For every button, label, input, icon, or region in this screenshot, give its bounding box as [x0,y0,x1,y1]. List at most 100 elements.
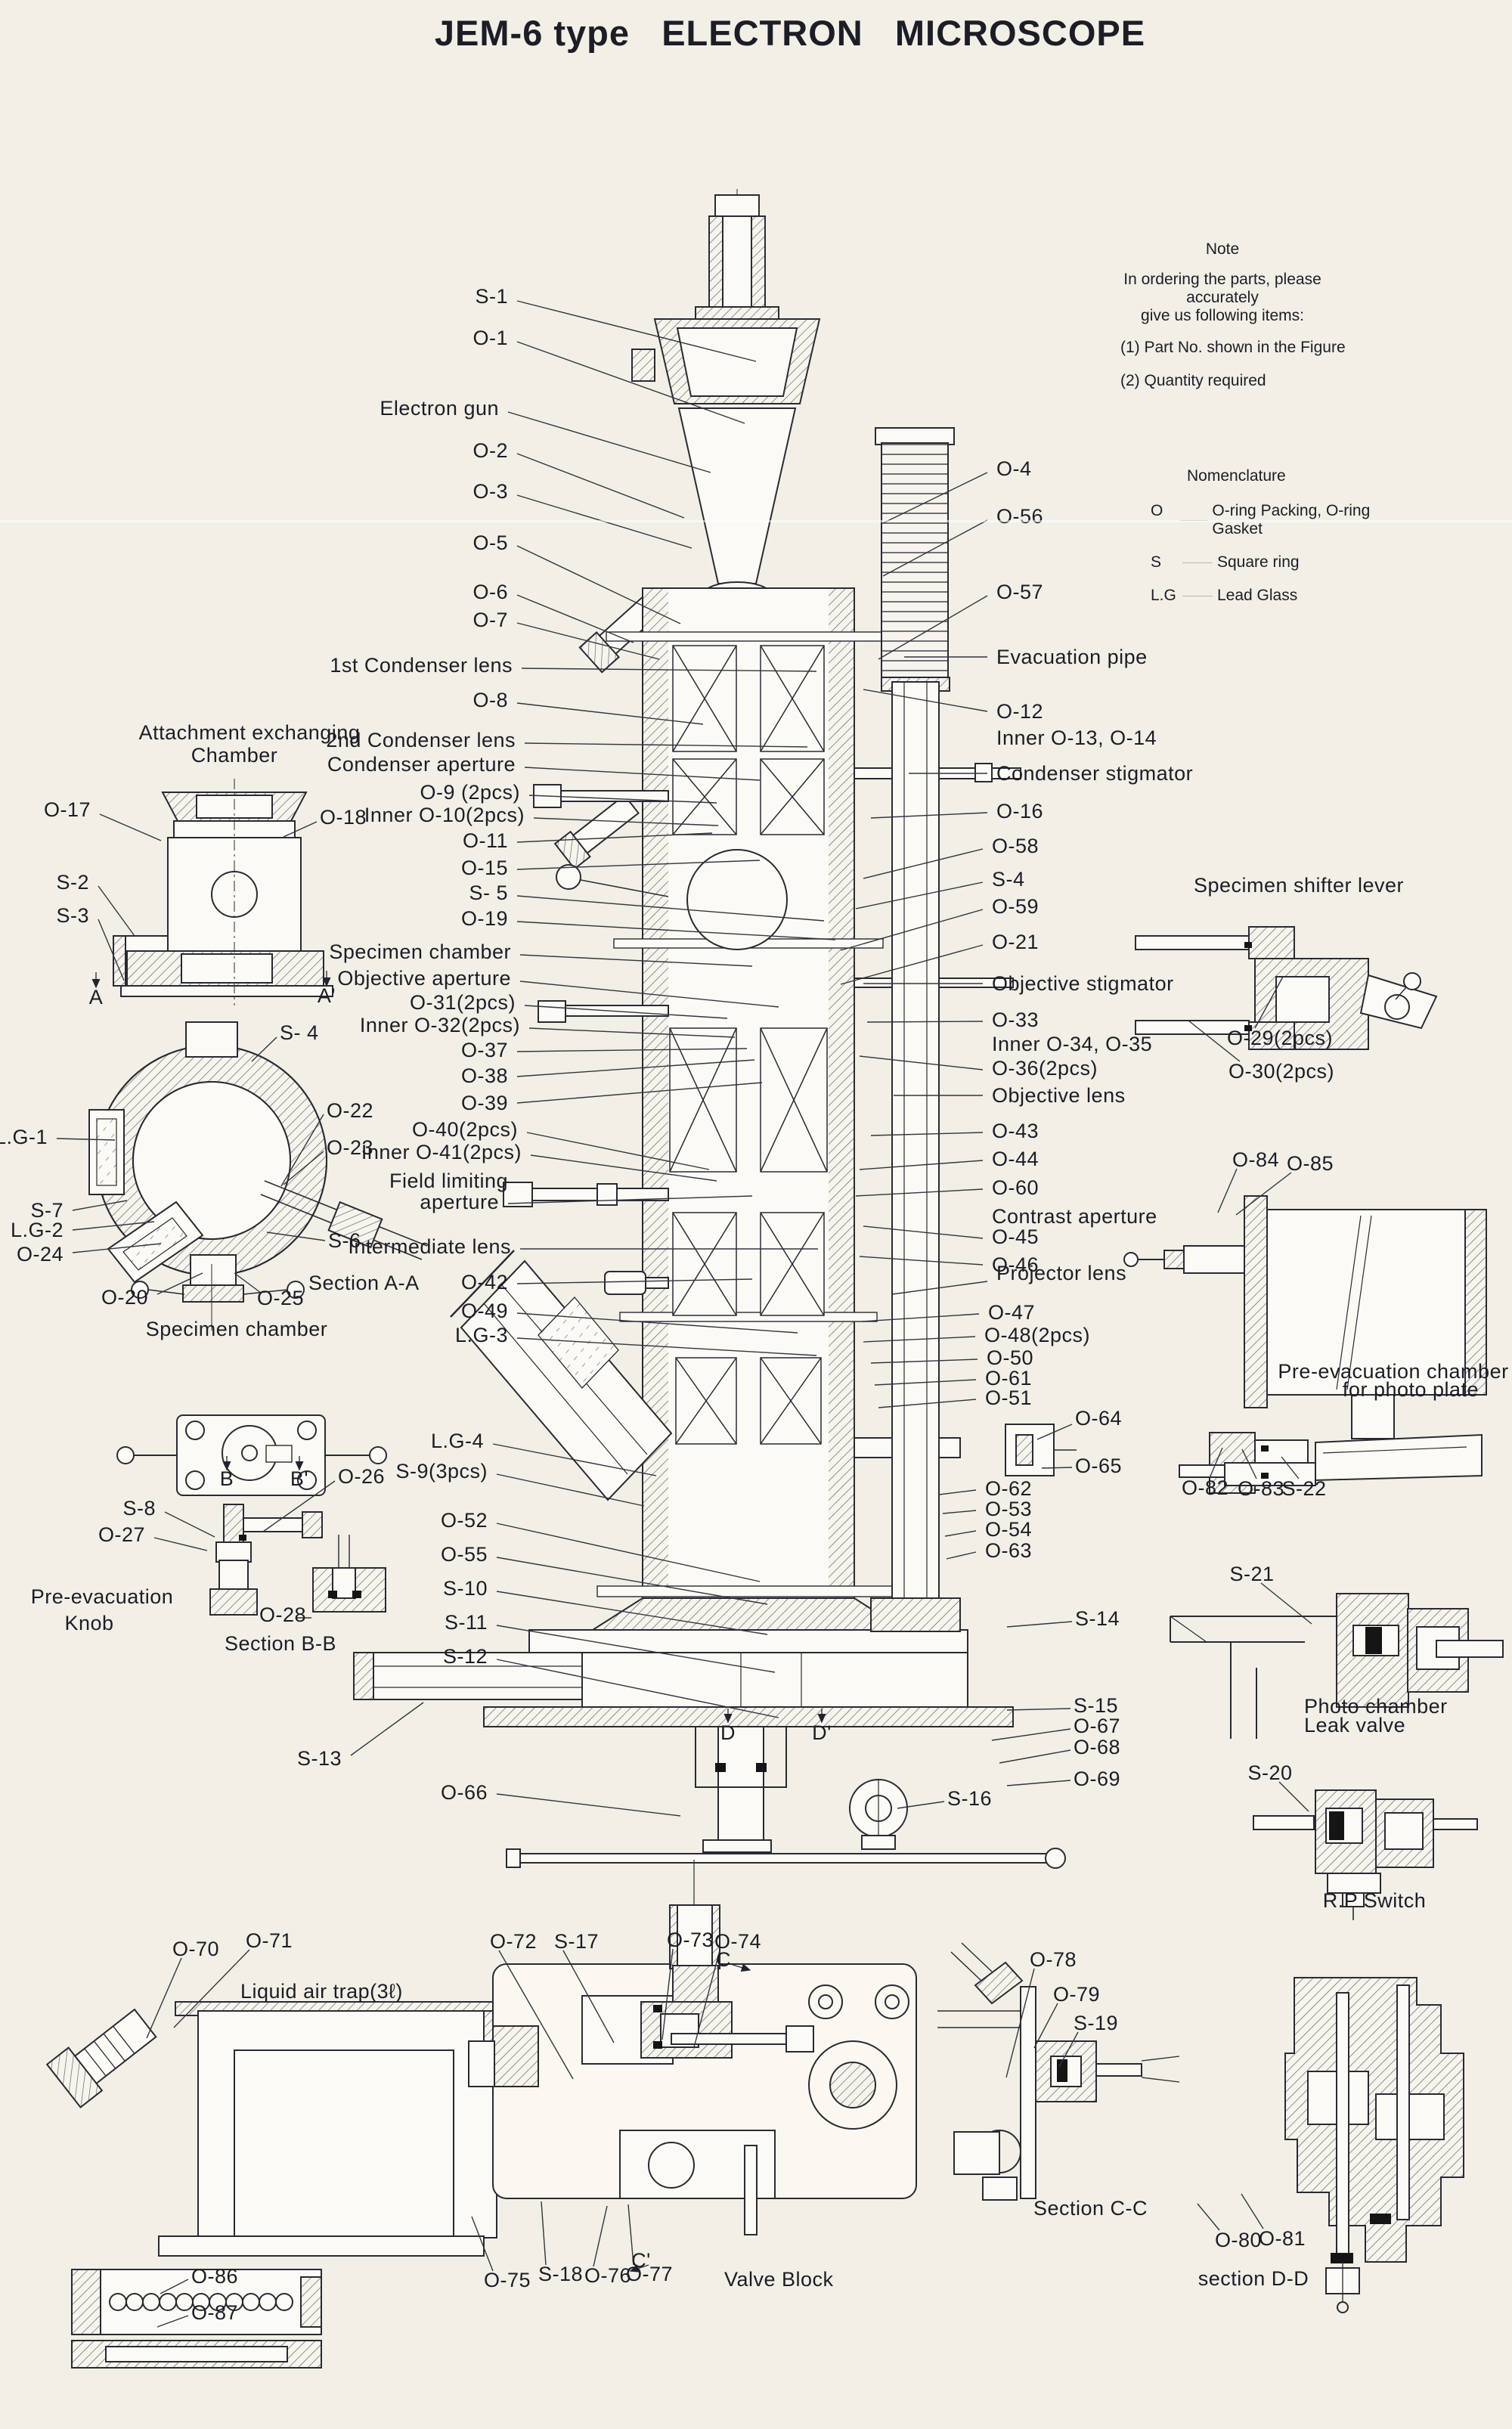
label-s-7: S-7 [30,1199,64,1222]
label-o-19: O-19 [460,907,508,930]
label-liquid-air-trap-3: Liquid air trap(3ℓ) [240,1980,403,2003]
label-o-3: O-3 [472,480,508,503]
nomenclature-row-s: S Square ring [1151,553,1408,572]
label-o-69: O-69 [1074,1768,1121,1790]
label-leak-valve: Leak valve [1304,1714,1406,1737]
label-o-20: O-20 [101,1286,148,1309]
nomenclature-row-o: O O-ring Packing, O-ring Gasket [1151,502,1408,538]
label-o-30-2pcs: O-30(2pcs) [1228,1060,1335,1083]
label-o-70: O-70 [172,1938,220,1960]
label-photo-chamber: Photo chamber [1304,1695,1448,1718]
nomenclature-desc: O-ring Packing, O-ring Gasket [1212,502,1371,538]
label-s-18: S-18 [538,2263,584,2285]
label-contrast-aperture: Contrast aperture [992,1205,1157,1228]
label-o-86: O-86 [191,2265,239,2288]
nomenclature-symbol: S [1151,553,1162,571]
label-o-33: O-33 [992,1008,1040,1031]
label-o-9-2pcs: O-9 (2pcs) [420,781,520,804]
label-s-16: S-16 [947,1787,993,1810]
label-o-5: O-5 [472,531,508,554]
label-s-8: S-8 [122,1497,156,1520]
label-b: B [219,1467,234,1490]
liquid-air-trap-diagram [45,2001,510,2257]
label-o-73: O-73 [667,1929,714,1951]
label-valve-block: Valve Block [724,2268,834,2291]
leader-rule [1179,519,1208,521]
label-o-17: O-17 [43,798,91,821]
label-o-28: O-28 [259,1603,307,1626]
label-o-37: O-37 [460,1039,508,1061]
note-line2: give us following items: [1141,307,1304,324]
label-o-16: O-16 [996,800,1044,823]
label-objective-lens: Objective lens [992,1084,1126,1107]
label-o-54: O-54 [985,1518,1033,1541]
label-o-45: O-45 [992,1225,1040,1248]
section-b-b-diagram [312,1535,386,1613]
label-o-65: O-65 [1075,1455,1123,1477]
label-o-77: O-77 [626,2263,674,2285]
label-aperture: aperture [420,1191,499,1213]
label-pre-evacuation: Pre-evacuation [30,1585,174,1608]
label-o-18: O-18 [320,806,367,829]
label-o-36-2pcs: O-36(2pcs) [992,1057,1098,1080]
label-o-39: O-39 [460,1092,508,1114]
label-s-19: S-19 [1074,2012,1119,2034]
label-objective-stigmator: Objective stigmator [992,972,1174,995]
label-section-c-c: Section C-C [1033,2197,1148,2220]
label-o-74: O-74 [714,1930,762,1953]
label-o-79: O-79 [1053,1983,1101,2006]
rp-switch-diagram [1253,1789,1478,1920]
section-d-d-diagram [1284,1977,1464,2313]
label-pre-evacuation-chamber: Pre-evacuation chamber [1278,1360,1509,1383]
label-o-44: O-44 [992,1148,1040,1170]
label-o-62: O-62 [985,1477,1033,1500]
label-o-2: O-2 [472,439,508,462]
label-s-12: S-12 [442,1645,488,1668]
label-s-1: S-1 [475,285,508,308]
label-s-11: S-11 [444,1611,488,1634]
label-o-59: O-59 [992,895,1040,918]
label-o-40-2pcs: O-40(2pcs) [411,1118,518,1141]
label-o-56: O-56 [996,505,1044,528]
label-o-8: O-8 [472,689,508,711]
label-inner-o-10-2pcs: Inner O-10(2pcs) [364,804,525,826]
label-o-76: O-76 [584,2264,632,2287]
label-o-42: O-42 [460,1271,508,1294]
attachment-exchanging-chamber-diagram [113,779,333,1005]
label-o-52: O-52 [440,1509,488,1532]
label-r-p-switch: R.P Switch [1322,1889,1427,1912]
label-o-6: O-6 [472,581,508,603]
label-o-66: O-66 [440,1781,488,1804]
label-o-7: O-7 [472,609,508,631]
nomenclature: Nomenclature O O-ring Packing, O-ring Ga… [1151,467,1408,620]
label-o-63: O-63 [985,1539,1033,1562]
label-o-53: O-53 [985,1498,1033,1520]
label-o-22: O-22 [327,1099,374,1122]
nomenclature-desc: Square ring [1217,553,1300,571]
ordering-note: Note In ordering the parts, please accur… [1098,240,1347,390]
label-o-72: O-72 [490,1930,538,1953]
label-o-25: O-25 [257,1287,305,1309]
label-s-13: S-13 [296,1747,342,1770]
label-o-67: O-67 [1074,1715,1121,1737]
label-1st-condenser-lens: 1st Condenser lens [330,654,513,677]
label-l-g-2: L.G-2 [10,1219,64,1241]
label-evacuation-pipe: Evacuation pipe [996,646,1148,668]
label-o-26: O-26 [338,1465,386,1488]
nomenclature-symbol: O [1151,502,1163,519]
label-b: B' [290,1467,309,1490]
label-o-46: O-46 [992,1253,1040,1276]
label-o-60: O-60 [992,1176,1040,1199]
label-o-78: O-78 [1030,1948,1077,1971]
label-l-g-3: L.G-3 [454,1324,508,1346]
label-o-49: O-49 [460,1300,508,1322]
note-heading: Note [1205,240,1240,258]
label-o-71: O-71 [246,1929,293,1952]
spring-coil-diagram [71,2269,322,2369]
nomenclature-desc: Lead Glass [1217,587,1298,604]
label-field-limiting: Field limiting [389,1170,508,1192]
label-c: C' [631,2249,651,2272]
label-o-83: O-83 [1237,1477,1285,1500]
label-o-11: O-11 [462,829,508,852]
